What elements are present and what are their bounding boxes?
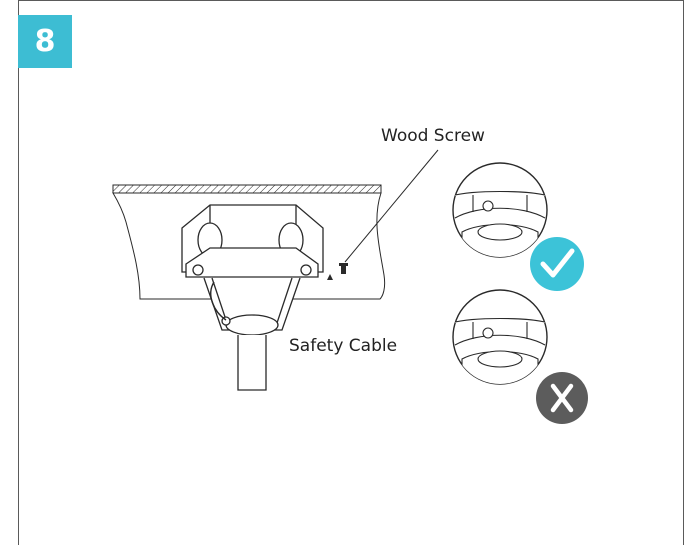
wood-screw-label: Wood Screw	[381, 126, 485, 146]
step-number: 8	[34, 24, 56, 59]
mount-bracket	[181, 204, 324, 278]
x-mark-icon	[550, 383, 574, 413]
camera-base	[203, 277, 301, 391]
safety-cable-line	[210, 281, 227, 321]
detail-incorrect	[452, 289, 588, 424]
step-frame	[18, 0, 684, 545]
step-badge: 8	[18, 15, 72, 68]
safety-cable-label: Safety Cable	[289, 336, 398, 356]
checkmark-icon	[540, 248, 575, 278]
wood-screw	[327, 149, 439, 280]
detail-correct	[452, 162, 584, 291]
check-badge	[530, 237, 584, 291]
